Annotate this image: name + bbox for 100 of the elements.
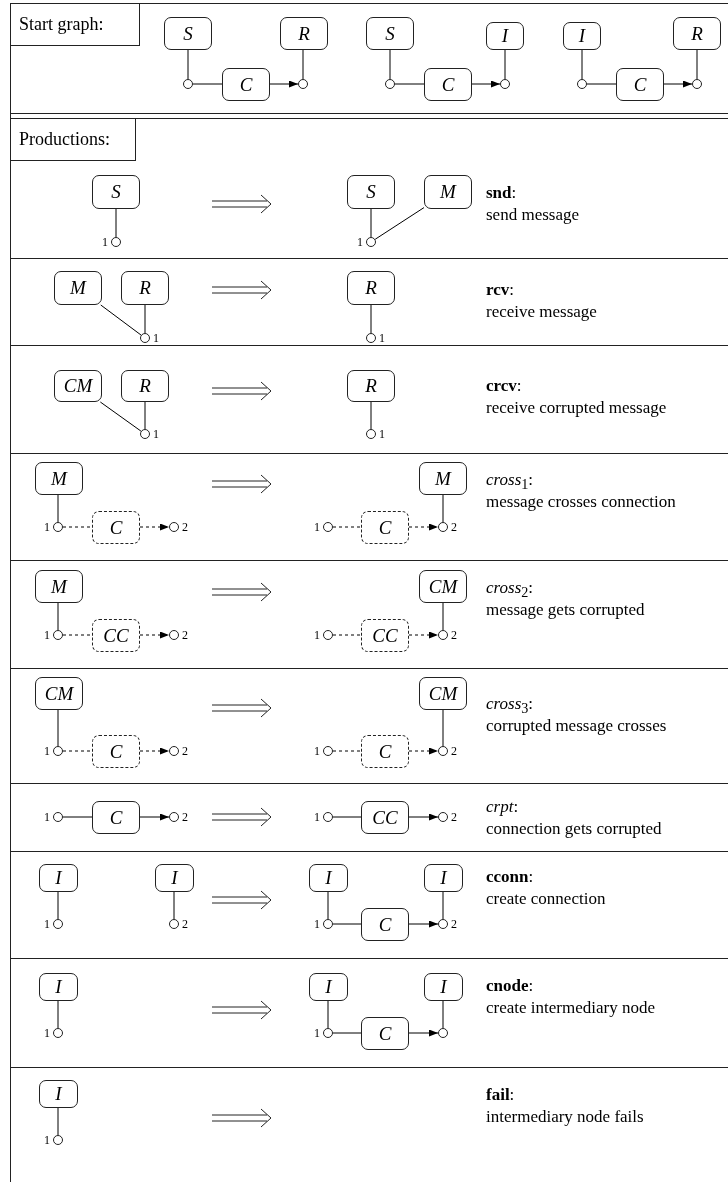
port-circle [169, 919, 179, 929]
port-circle [140, 429, 150, 439]
port-circle [438, 919, 448, 929]
port-number: 2 [182, 521, 188, 533]
node-label: CM [428, 682, 458, 705]
port-number: 2 [182, 629, 188, 641]
node-label: S [385, 22, 395, 45]
connector-line [408, 1029, 439, 1037]
connector-line [115, 208, 117, 238]
connector-line [370, 401, 372, 430]
port-circle [438, 630, 448, 640]
connector-line [504, 49, 506, 80]
connector-line [269, 80, 299, 88]
node-label: M [435, 467, 451, 490]
connector-line [139, 813, 170, 821]
port-number: 2 [451, 521, 457, 533]
node-box [280, 17, 328, 50]
node-label: R [139, 375, 151, 397]
node-label: C [109, 806, 123, 829]
port-number: 2 [451, 629, 457, 641]
port-number: 2 [451, 811, 457, 823]
production-description: create intermediary node [486, 998, 655, 1018]
port-number: 2 [451, 745, 457, 757]
port-number: 1 [43, 811, 50, 823]
connector-line [57, 891, 59, 920]
connector-line [62, 750, 93, 752]
node-label: CM [428, 575, 458, 598]
section-heading: Start graph: [19, 14, 104, 35]
node-label: CC [372, 806, 398, 829]
node-box [54, 271, 102, 305]
port-circle [438, 1028, 448, 1038]
connector-line [408, 813, 439, 821]
node-box [347, 175, 395, 209]
connector-line [332, 634, 362, 636]
production-description: create connection [486, 889, 606, 909]
port-number: 1 [313, 629, 320, 641]
node-label: I [578, 25, 586, 47]
node-box [419, 570, 467, 603]
section-heading: Productions: [19, 129, 110, 150]
port-number: 1 [313, 811, 320, 823]
node-box [486, 22, 524, 50]
node-label: C [378, 1022, 392, 1045]
connector-line [394, 83, 425, 85]
port-number: 1 [43, 745, 50, 757]
node-box [35, 677, 83, 710]
node-box [361, 801, 409, 834]
port-circle [323, 630, 333, 640]
production-description: corrupted message crosses [486, 716, 667, 736]
port-number: 1 [153, 428, 159, 440]
port-number: 2 [182, 918, 188, 930]
port-circle [183, 79, 193, 89]
connector-line [327, 1000, 329, 1029]
production-name: cross$_{2}$: [486, 578, 534, 603]
connector-line [62, 526, 93, 528]
connector-line [581, 49, 583, 80]
port-circle [53, 919, 63, 929]
connector-line [57, 494, 59, 523]
node-label: R [139, 277, 151, 299]
node-box [419, 462, 467, 495]
node-box [35, 462, 83, 495]
connector-line [327, 891, 329, 920]
port-number: 1 [313, 1027, 320, 1039]
port-circle [438, 746, 448, 756]
port-number: 1 [313, 745, 320, 757]
connector-line [370, 304, 372, 334]
node-label: C [239, 73, 253, 96]
port-number: 1 [43, 521, 50, 533]
connector-line [332, 1032, 362, 1034]
connector-line [408, 920, 439, 928]
node-label: I [440, 867, 447, 889]
node-box [424, 973, 463, 1001]
port-circle [438, 522, 448, 532]
node-label: R [691, 22, 703, 45]
connector-line [332, 923, 362, 925]
node-box [54, 370, 102, 402]
connector-line [139, 747, 170, 755]
port-circle [169, 522, 179, 532]
production-name: cconn: [486, 867, 534, 887]
node-box [92, 175, 140, 209]
node-label: CC [372, 624, 398, 647]
node-label: C [109, 516, 123, 539]
connector-line [389, 49, 391, 80]
connector-line [374, 207, 425, 240]
connector-line [57, 709, 59, 747]
port-number: 1 [43, 1027, 50, 1039]
port-number: 1 [43, 918, 50, 930]
connector-line [696, 49, 698, 80]
connector-line [332, 750, 362, 752]
node-label: C [109, 740, 123, 763]
node-label: C [441, 73, 455, 96]
port-circle [323, 522, 333, 532]
dashed-node-box [92, 735, 140, 768]
port-number: 1 [313, 521, 320, 533]
connector-line [192, 83, 223, 85]
connector-line [442, 1000, 444, 1029]
node-box [309, 973, 348, 1001]
node-label: C [378, 740, 392, 763]
port-number: 1 [379, 332, 385, 344]
port-circle [500, 79, 510, 89]
connector-line [332, 526, 362, 528]
